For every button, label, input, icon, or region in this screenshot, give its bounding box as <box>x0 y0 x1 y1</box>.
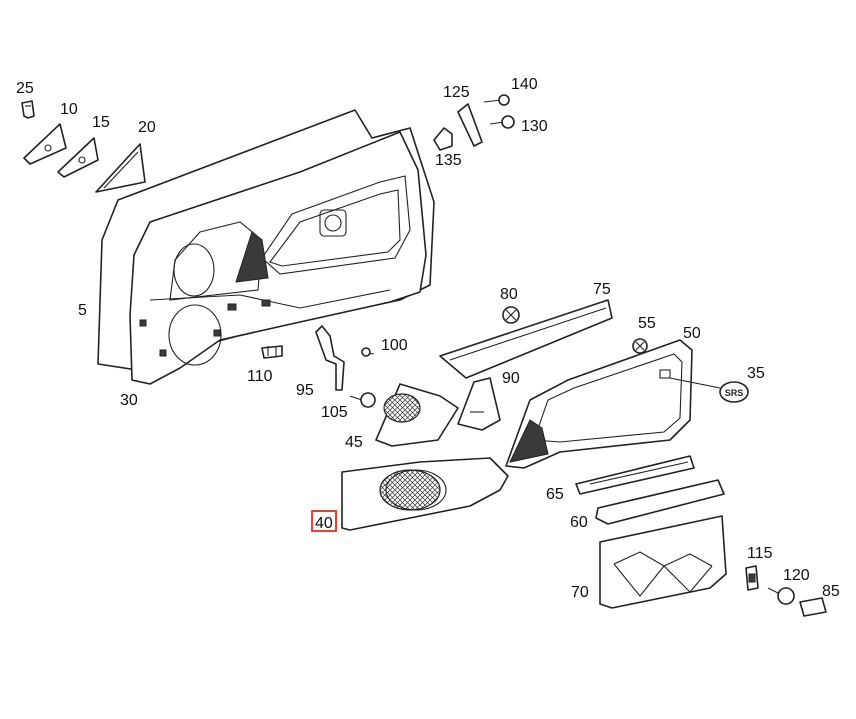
screw-part-140[interactable] <box>483 94 510 106</box>
callout-135: 135 <box>435 152 462 169</box>
rivet-part-100[interactable] <box>361 347 375 357</box>
srs-badge-part-35[interactable]: SRS <box>669 377 749 403</box>
trim-strip-part-75[interactable] <box>439 299 613 379</box>
callout-40: 40 <box>315 515 333 532</box>
map-pocket-part-70[interactable] <box>599 515 727 609</box>
callout-50: 50 <box>683 325 701 342</box>
clip-part-80[interactable] <box>502 306 520 324</box>
mirror-triangle-part-15[interactable] <box>57 137 99 178</box>
callout-25: 25 <box>16 80 34 97</box>
callout-140: 140 <box>511 76 538 93</box>
screw-part-105[interactable] <box>349 392 376 408</box>
callout-45: 45 <box>345 434 363 451</box>
callout-120: 120 <box>783 567 810 584</box>
door-trim-panel-part-30[interactable] <box>129 131 427 385</box>
speaker-cover-part-45[interactable] <box>375 383 459 447</box>
callout-95: 95 <box>296 382 314 399</box>
callout-125: 125 <box>443 84 470 101</box>
callout-20: 20 <box>138 119 156 136</box>
bracket-part-95[interactable] <box>315 325 345 391</box>
callout-80: 80 <box>500 286 518 303</box>
callout-75: 75 <box>593 281 611 298</box>
callout-65: 65 <box>546 486 564 503</box>
corner-trim-part-20[interactable] <box>95 143 146 193</box>
callout-60: 60 <box>570 514 588 531</box>
armrest-strip-part-65[interactable] <box>575 455 695 495</box>
callout-105: 105 <box>321 404 348 421</box>
screw-part-130[interactable] <box>489 115 515 129</box>
clip-part-115[interactable] <box>745 565 759 591</box>
callout-30: 30 <box>120 392 138 409</box>
screw-part-120[interactable] <box>767 587 795 605</box>
callout-110: 110 <box>247 368 273 385</box>
armrest-pad-part-60[interactable] <box>595 479 725 525</box>
callout-15: 15 <box>92 114 110 131</box>
callout-85: 85 <box>822 583 840 600</box>
cover-part-125[interactable] <box>457 103 483 147</box>
clip-part-110[interactable] <box>261 345 283 359</box>
callout-100: 100 <box>381 337 408 354</box>
callout-55: 55 <box>638 315 656 332</box>
srs-badge-label: SRS <box>725 388 744 398</box>
callout-10: 10 <box>60 101 78 118</box>
callout-5: 5 <box>78 302 87 319</box>
callout-70: 70 <box>571 584 589 601</box>
callout-35: 35 <box>747 365 765 382</box>
cap-part-85[interactable] <box>799 597 827 617</box>
lower-trim-panel-part-40[interactable] <box>341 457 509 531</box>
highlight-box-40 <box>311 510 337 532</box>
handle-bracket-part-90[interactable] <box>457 377 501 431</box>
callout-90: 90 <box>502 370 520 387</box>
callout-130: 130 <box>521 118 548 135</box>
plug-part-135[interactable] <box>433 127 453 151</box>
upper-trim-panel-part-50[interactable] <box>505 339 693 469</box>
callout-115: 115 <box>747 545 773 562</box>
mirror-triangle-part-10[interactable] <box>23 123 67 165</box>
clip-part-25[interactable] <box>21 100 35 119</box>
clip-part-55[interactable] <box>632 338 648 354</box>
